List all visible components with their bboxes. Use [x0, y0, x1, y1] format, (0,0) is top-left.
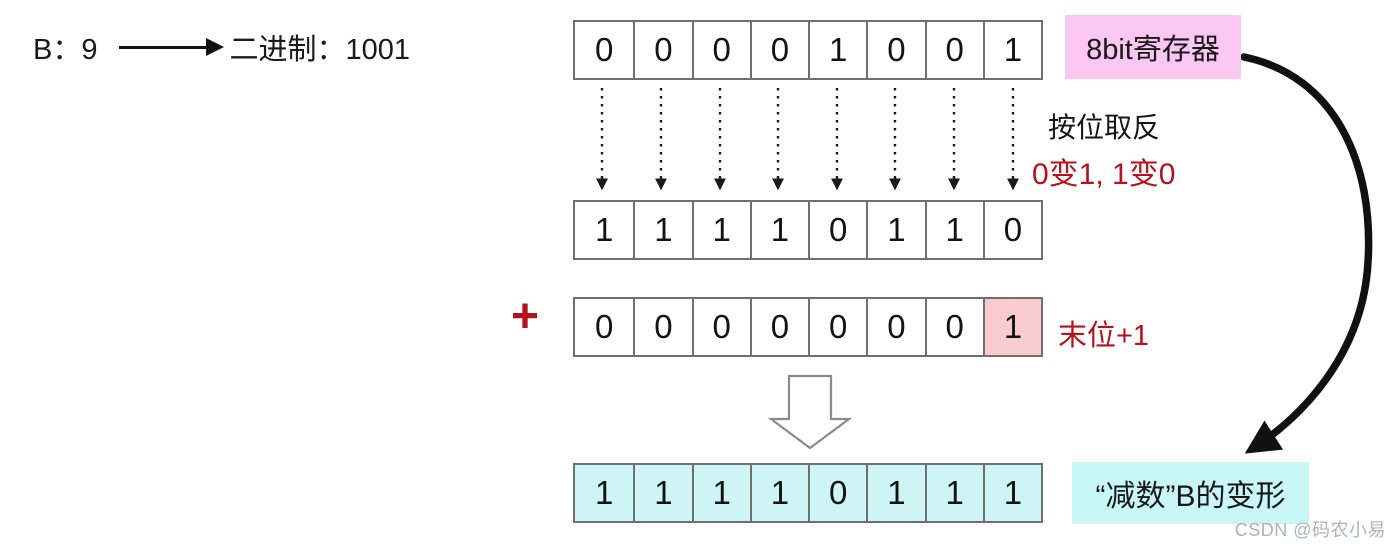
- bit-cell: 0: [982, 202, 1041, 258]
- watermark: CSDN @码农小易: [1234, 520, 1386, 540]
- bit-cell: 0: [691, 22, 750, 78]
- bit-cell: 1: [691, 465, 750, 521]
- invert-rule: 0变1, 1变0: [1032, 158, 1176, 191]
- bit-cell: 0: [808, 202, 867, 258]
- bit-cell: 1: [575, 202, 634, 258]
- register-label: 8bit寄存器: [1065, 15, 1241, 79]
- bit-cell: 1: [633, 202, 692, 258]
- bit-cell: 0: [866, 299, 925, 355]
- bit-cell: 0: [866, 22, 925, 78]
- bit-cell: 1: [633, 465, 692, 521]
- formula: B：9 二进制：1001: [33, 26, 410, 68]
- formula-binary: 二进制：1001: [229, 34, 410, 66]
- bit-cell: 1: [575, 465, 634, 521]
- curve-arrow-icon: [1240, 53, 1373, 454]
- bit-cell: 1: [866, 202, 925, 258]
- bit-cell: 0: [691, 299, 750, 355]
- bit-cell: 0: [749, 22, 808, 78]
- bit-cell: 1: [982, 299, 1041, 355]
- bit-cell: 1: [866, 465, 925, 521]
- bit-cell: 0: [633, 22, 692, 78]
- bit-cell: 1: [808, 22, 867, 78]
- bitwise-not-arrows-icon: [596, 88, 1019, 191]
- bit-cell: 1: [982, 22, 1041, 78]
- bit-cell: 0: [633, 299, 692, 355]
- last-bit-note: 末位+1: [1058, 320, 1150, 352]
- bit-cell: 0: [575, 299, 634, 355]
- plus-sign: +: [511, 290, 540, 343]
- result-label: “减数”B的变形: [1072, 462, 1309, 524]
- bit-cell: 0: [924, 22, 983, 78]
- bit-cell: 0: [808, 465, 867, 521]
- bit-cell: 0: [575, 22, 634, 78]
- formula-value: B：9: [33, 34, 98, 66]
- bit-cell: 1: [749, 465, 808, 521]
- bit-cell: 1: [924, 465, 983, 521]
- invert-title: 按位取反: [1048, 112, 1161, 143]
- bit-cell: 1: [749, 202, 808, 258]
- bit-cell: 0: [924, 299, 983, 355]
- arrow-right-icon: [119, 38, 225, 56]
- bit-cell: 1: [924, 202, 983, 258]
- bit-cell: 1: [691, 202, 750, 258]
- bit-cell: 1: [982, 465, 1041, 521]
- bit-cell: 0: [749, 299, 808, 355]
- down-arrow-icon: [767, 374, 853, 450]
- bit-cell: 0: [808, 299, 867, 355]
